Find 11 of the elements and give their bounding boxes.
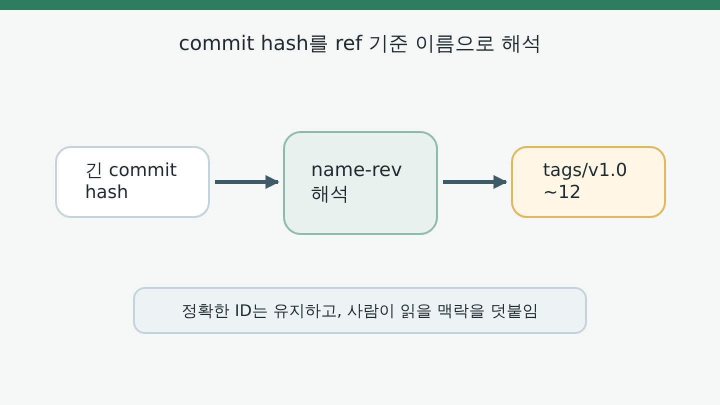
title: commit hash를 ref 기준 이름으로 해석	[178, 30, 542, 57]
note-text: 정확한 ID는 유지하고, 사람이 읽을 맥락을 덧붙임	[182, 300, 538, 320]
process-box	[283, 131, 438, 235]
note-box	[133, 287, 587, 334]
node-label: tags/v1.0 ~12	[543, 160, 628, 204]
process-box	[511, 146, 666, 218]
node-label: 긴 commit hash	[85, 160, 178, 204]
process-box	[55, 146, 210, 218]
node-label: name-rev 해석	[311, 159, 404, 207]
arrow	[443, 175, 508, 189]
arrow	[215, 175, 280, 189]
